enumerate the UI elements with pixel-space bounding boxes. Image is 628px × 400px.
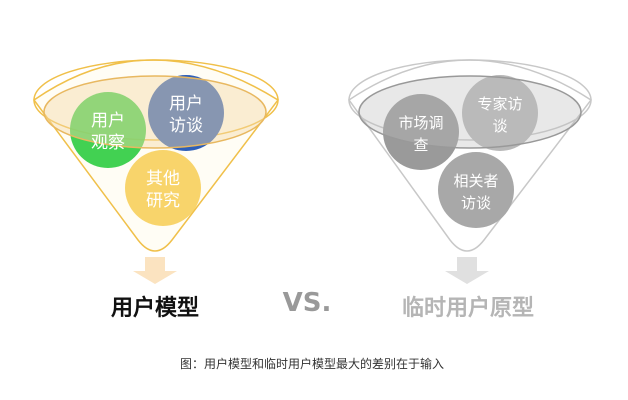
circle-label: 谈: [492, 117, 507, 135]
circle-label: 用户: [169, 94, 203, 114]
circle-label: 专家访: [477, 95, 522, 113]
left-title: 用户模型: [110, 296, 200, 321]
circle-label: 查: [413, 136, 428, 154]
circle-stakeholder-interview: [438, 152, 514, 228]
circle-label: 其他: [146, 169, 180, 189]
right-funnel: [347, 59, 593, 284]
circle-label: 用户: [91, 111, 125, 131]
circle-label: 相关者: [453, 172, 498, 190]
caption: 图：用户模型和临时用户模型最大的差别在于输入: [179, 357, 445, 371]
right-title: 临时用户原型: [401, 296, 535, 321]
circle-label: 访谈: [169, 116, 203, 136]
circle-expert-interview: [462, 75, 538, 151]
circle-label: 市场调: [398, 114, 443, 132]
circle-market-research: [383, 94, 459, 170]
left-arrow-icon: [133, 257, 177, 284]
left-funnel: [32, 59, 280, 284]
right-arrow-icon: [445, 257, 489, 284]
circle-label: 研究: [146, 191, 180, 211]
circle-label: 访谈: [461, 194, 491, 212]
circle-label: 观察: [91, 133, 125, 153]
circle-user-interview: [148, 75, 224, 151]
circle-user-observation: [70, 92, 146, 168]
vs-label: VS.: [282, 288, 332, 318]
circle-other-research: [125, 150, 201, 226]
